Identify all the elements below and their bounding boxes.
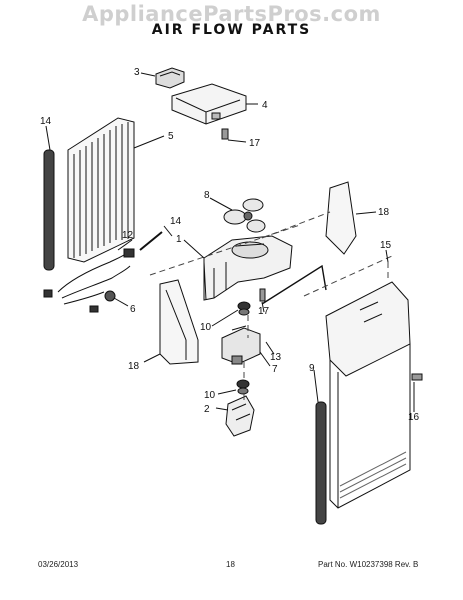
part-18-right-panel bbox=[325, 181, 357, 255]
callout-18-right: 18 bbox=[378, 207, 390, 218]
footer-page-number: 18 bbox=[226, 560, 235, 569]
callout-5: 5 bbox=[168, 131, 174, 142]
footer-part-number: Part No. W10237398 Rev. B bbox=[318, 560, 419, 569]
part-4-housing bbox=[171, 83, 247, 125]
part-3-bracket bbox=[155, 67, 185, 89]
callout-16: 16 bbox=[408, 412, 420, 423]
part-18-left-panel bbox=[159, 279, 199, 365]
part-8-fan-blade bbox=[223, 198, 266, 233]
part-16-screw bbox=[411, 373, 423, 381]
callout-14-mid: 14 bbox=[170, 216, 182, 227]
part-13-rod bbox=[261, 264, 327, 305]
callout-3: 3 bbox=[134, 67, 140, 78]
callout-15: 15 bbox=[380, 240, 392, 251]
part-14-foam-strip bbox=[43, 149, 55, 271]
part-17-screw-top bbox=[221, 128, 229, 140]
callout-4: 4 bbox=[262, 100, 268, 111]
part-7-motor bbox=[221, 325, 261, 365]
part-17-screw-mid bbox=[259, 288, 266, 302]
callout-13: 13 bbox=[270, 352, 282, 363]
part-5-ribbed-panel bbox=[67, 117, 135, 263]
part-9-foam-strip bbox=[315, 401, 327, 525]
callout-10-bottom: 10 bbox=[204, 390, 216, 401]
part-1-fan-shroud bbox=[203, 235, 293, 301]
callout-17-top: 17 bbox=[249, 138, 261, 149]
callout-7: 7 bbox=[272, 364, 278, 375]
footer-date: 03/26/2013 bbox=[38, 560, 79, 569]
callout-14-left: 14 bbox=[40, 116, 52, 127]
part-10-spacer-bottom bbox=[236, 379, 250, 395]
callout-12: 12 bbox=[122, 230, 134, 241]
part-2-mount bbox=[225, 395, 255, 437]
part-15-duct-cover bbox=[325, 281, 411, 509]
callout-10-top: 10 bbox=[200, 322, 212, 333]
watermark: AppliancePartsPros.com bbox=[82, 2, 381, 26]
callout-1: 1 bbox=[176, 234, 182, 245]
callout-6: 6 bbox=[130, 304, 136, 315]
page-title: AIR FLOW PARTS bbox=[151, 22, 312, 38]
callout-18-left: 18 bbox=[128, 361, 140, 372]
callout-17-mid: 17 bbox=[258, 306, 270, 317]
callout-2: 2 bbox=[204, 404, 210, 415]
part-12-wire-harness bbox=[43, 248, 135, 313]
callout-9: 9 bbox=[309, 363, 315, 374]
part-14-screw bbox=[139, 231, 163, 251]
callout-8: 8 bbox=[204, 190, 210, 201]
part-10-spacer-top bbox=[237, 301, 251, 316]
